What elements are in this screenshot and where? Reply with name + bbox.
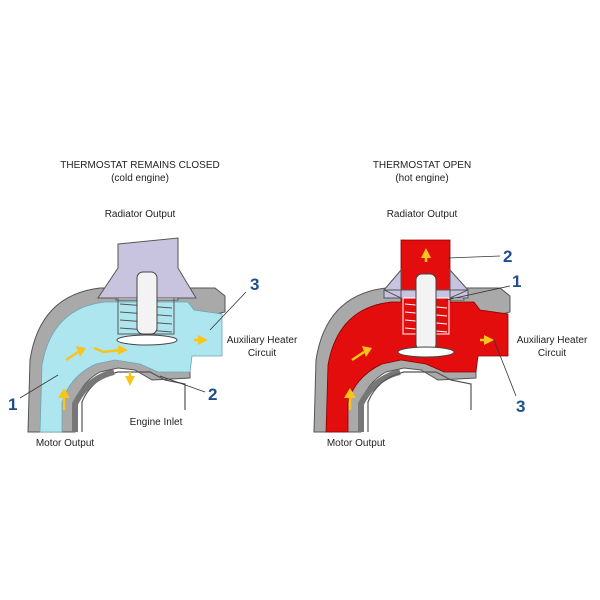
open-subtitle: (hot engine) [395, 173, 448, 184]
closed-engine-inlet-label: Engine Inlet [130, 417, 183, 428]
closed-subtitle: (cold engine) [111, 173, 169, 184]
open-engine-pipe [367, 371, 472, 432]
closed-thermostat-panel: THERMOSTAT REMAINS CLOSED (cold engine) … [8, 160, 298, 449]
open-callout-1: 1 [512, 272, 521, 291]
open-radiator-cap [383, 268, 469, 299]
open-callout-2-leader [447, 255, 501, 259]
open-valve-disc [397, 346, 455, 358]
closed-lower-wall [72, 369, 115, 432]
closed-title: THERMOSTAT REMAINS CLOSED [60, 160, 219, 171]
closed-radiator-cap [97, 237, 197, 299]
closed-aux-heater-label-1: Auxiliary Heater [227, 335, 298, 346]
open-callout-3-leader [493, 339, 517, 397]
open-callout-3: 3 [516, 397, 525, 416]
open-motor-output-label: Motor Output [327, 438, 386, 449]
closed-callout-1-leader [19, 374, 59, 399]
closed-coolant [39, 301, 223, 433]
open-callout-1-leader [445, 285, 511, 301]
open-thermostat-piston [415, 273, 437, 351]
closed-callout-2: 2 [208, 385, 217, 404]
closed-aux-heater-label-2: Circuit [248, 348, 277, 359]
open-aux-heater-label-2: Circuit [538, 348, 567, 359]
open-lower-wall [358, 369, 401, 432]
closed-flow-arrows [58, 335, 208, 410]
closed-valve-disc [116, 334, 178, 346]
open-title: THERMOSTAT OPEN [373, 160, 471, 171]
closed-callout-2-leader [159, 375, 206, 393]
closed-motor-output-label: Motor Output [36, 438, 95, 449]
open-radiator-output-label: Radiator Output [387, 209, 458, 220]
open-callout-2: 2 [503, 247, 512, 266]
closed-callout-3: 3 [250, 275, 259, 294]
open-thermostat-panel: THERMOSTAT OPEN (hot engine) Radiator Ou… [313, 160, 588, 449]
open-aux-heater-label-1: Auxiliary Heater [517, 335, 588, 346]
closed-callout-1: 1 [8, 395, 17, 414]
closed-radiator-output-label: Radiator Output [105, 209, 176, 220]
closed-callout-3-leader [209, 291, 247, 331]
open-flow-arrows [344, 248, 494, 410]
closed-thermostat-piston [136, 271, 158, 335]
